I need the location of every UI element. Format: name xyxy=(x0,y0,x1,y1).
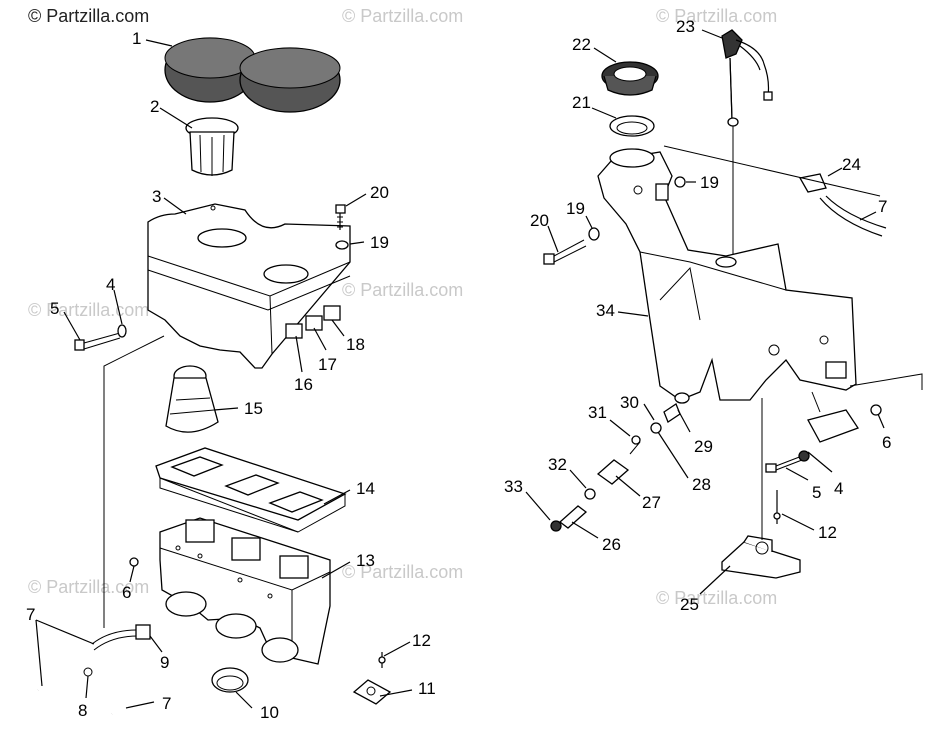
callout-8: 8 xyxy=(78,701,87,720)
part-cap-gasket xyxy=(609,115,655,137)
watermark-faint-1: © Partzilla.com xyxy=(342,6,463,26)
callout-15: 15 xyxy=(244,399,263,418)
part-bolt-left xyxy=(335,204,349,250)
callout-r-4: 4 xyxy=(834,479,843,498)
callout-19: 19 xyxy=(370,233,389,252)
callout-r-29: 29 xyxy=(694,437,713,456)
callout-r-19b: 19 xyxy=(566,199,585,218)
part-intake-boot xyxy=(165,365,219,433)
part-mount-right xyxy=(765,391,882,473)
callout-1: 1 xyxy=(132,29,141,48)
part-fuel-fitting xyxy=(798,173,887,237)
callout-7b: 7 xyxy=(162,694,171,713)
callout-5: 5 xyxy=(50,299,59,318)
part-fuel-cap xyxy=(601,61,659,96)
callout-7a: 7 xyxy=(26,605,35,624)
watermark-faint-8: © Partzilla.com xyxy=(656,588,777,608)
callout-14: 14 xyxy=(356,479,375,498)
callout-16: 16 xyxy=(294,375,313,394)
callout-12: 12 xyxy=(412,631,431,650)
callout-r-32: 32 xyxy=(548,455,567,474)
callout-13: 13 xyxy=(356,551,375,570)
callouts-right: 4 5 6 7 12 19 19 20 21 22 23 24 25 26 27… xyxy=(504,17,891,614)
callout-r-34: 34 xyxy=(596,301,615,320)
callout-r-25: 25 xyxy=(680,595,699,614)
part-bracket-right xyxy=(721,490,801,579)
part-airbox-cover xyxy=(147,203,351,369)
callout-6: 6 xyxy=(122,583,131,602)
part-fuel-line xyxy=(550,392,690,532)
callout-r-30: 30 xyxy=(620,393,639,412)
callout-r-6: 6 xyxy=(882,433,891,452)
callout-r-23: 23 xyxy=(676,17,695,36)
callout-r-31: 31 xyxy=(588,403,607,422)
callout-10: 10 xyxy=(260,703,279,722)
watermark-faint-2: © Partzilla.com xyxy=(656,6,777,26)
callout-2: 2 xyxy=(150,97,159,116)
callout-18: 18 xyxy=(346,335,365,354)
callout-r-24: 24 xyxy=(842,155,861,174)
callout-r-7: 7 xyxy=(878,197,887,216)
part-fuel-sensor xyxy=(721,29,773,254)
watermark-faint-6: © Partzilla.com xyxy=(28,577,149,597)
callout-r-19a: 19 xyxy=(700,173,719,192)
callout-r-28: 28 xyxy=(692,475,711,494)
part-bracket-left xyxy=(352,652,392,705)
watermark-faint-4: © Partzilla.com xyxy=(342,280,463,300)
part-bolt-right xyxy=(543,176,686,265)
part-gasket xyxy=(155,447,347,533)
callout-r-26: 26 xyxy=(602,535,621,554)
guide-line-top xyxy=(663,145,881,197)
callout-r-33: 33 xyxy=(504,477,523,496)
part-foam-filter xyxy=(164,37,341,113)
part-airbox-base xyxy=(159,517,331,665)
callouts-left: 1 2 3 4 5 6 7 7 8 9 10 11 12 13 14 15 xyxy=(26,29,436,722)
callout-9: 9 xyxy=(160,653,169,672)
callout-4: 4 xyxy=(106,275,115,294)
callout-11: 11 xyxy=(418,679,436,698)
part-screw-left xyxy=(74,324,127,351)
part-nut-left xyxy=(129,557,139,567)
guide-line-right xyxy=(849,373,923,390)
callout-20: 20 xyxy=(370,183,389,202)
part-filter-cage xyxy=(185,117,239,176)
callout-r-5: 5 xyxy=(812,483,821,502)
callout-r-20: 20 xyxy=(530,211,549,230)
watermark-faint-3: © Partzilla.com xyxy=(28,300,149,320)
callout-r-12: 12 xyxy=(818,523,837,542)
watermark-faint-7: © Partzilla.com xyxy=(342,562,463,582)
callout-17: 17 xyxy=(318,355,337,374)
callout-3: 3 xyxy=(152,187,161,206)
watermark-main: © Partzilla.com xyxy=(28,6,149,26)
guide-line-left xyxy=(103,335,165,628)
part-hose-left xyxy=(36,624,151,716)
callout-r-22: 22 xyxy=(572,35,591,54)
part-fuel-tank xyxy=(597,148,857,401)
callout-r-21: 21 xyxy=(572,93,591,112)
part-ring-clamp xyxy=(211,667,249,693)
callout-r-27: 27 xyxy=(642,493,661,512)
